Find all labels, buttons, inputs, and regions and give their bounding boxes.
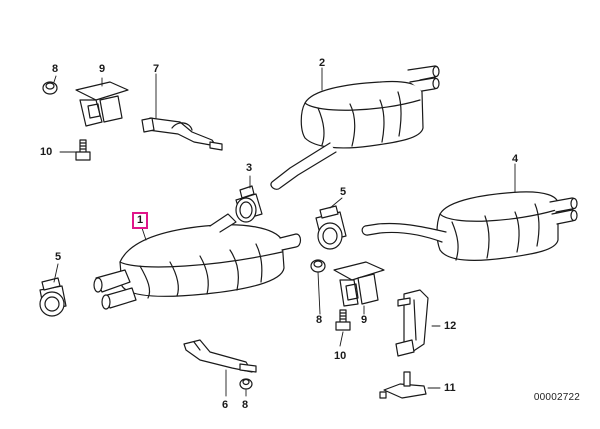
bolt-10-top[interactable]	[75, 139, 91, 161]
callout-9-top[interactable]: 9	[99, 63, 106, 75]
callout-5-left[interactable]: 5	[55, 251, 62, 263]
leader-lines	[53, 67, 516, 397]
bolt-10-center[interactable]	[335, 309, 351, 331]
callout-10-top[interactable]: 10	[40, 146, 53, 158]
clamp-5-center[interactable]	[315, 205, 347, 250]
callout-3[interactable]: 3	[246, 162, 253, 174]
rear-silencer-2[interactable]	[270, 65, 440, 190]
bracket-7[interactable]	[141, 117, 223, 151]
callout-5-center[interactable]: 5	[340, 186, 347, 198]
bracket-6[interactable]	[183, 339, 257, 373]
bracket-12[interactable]	[395, 289, 429, 357]
hanger-bracket-9-center[interactable]	[333, 261, 385, 307]
callout-8-bottom[interactable]: 8	[242, 399, 249, 411]
callout-11[interactable]: 11	[444, 382, 456, 394]
hanger-bracket-9-top[interactable]	[75, 81, 129, 127]
callout-12[interactable]: 12	[444, 320, 457, 332]
callout-7[interactable]: 7	[153, 63, 160, 75]
clamp-3[interactable]	[235, 185, 263, 223]
callout-1-selected[interactable]: 1	[132, 212, 149, 229]
callout-6[interactable]: 6	[222, 399, 229, 411]
callout-8-center[interactable]: 8	[316, 314, 323, 326]
callout-10-center[interactable]: 10	[334, 350, 347, 362]
callout-8-top[interactable]: 8	[52, 63, 59, 75]
nut-8-bottom[interactable]	[239, 378, 253, 390]
diagram-code: 00002722	[533, 392, 580, 403]
callout-4[interactable]: 4	[512, 153, 519, 165]
nut-8-center[interactable]	[310, 259, 326, 273]
callout-9-center[interactable]: 9	[361, 314, 368, 326]
bracket-11[interactable]	[379, 371, 427, 399]
callout-2[interactable]: 2	[319, 57, 326, 69]
front-silencer-1[interactable]	[93, 213, 302, 310]
clamp-5-left[interactable]	[39, 277, 67, 317]
nut-8-top[interactable]	[42, 81, 58, 95]
rear-silencer-4[interactable]	[361, 191, 578, 261]
